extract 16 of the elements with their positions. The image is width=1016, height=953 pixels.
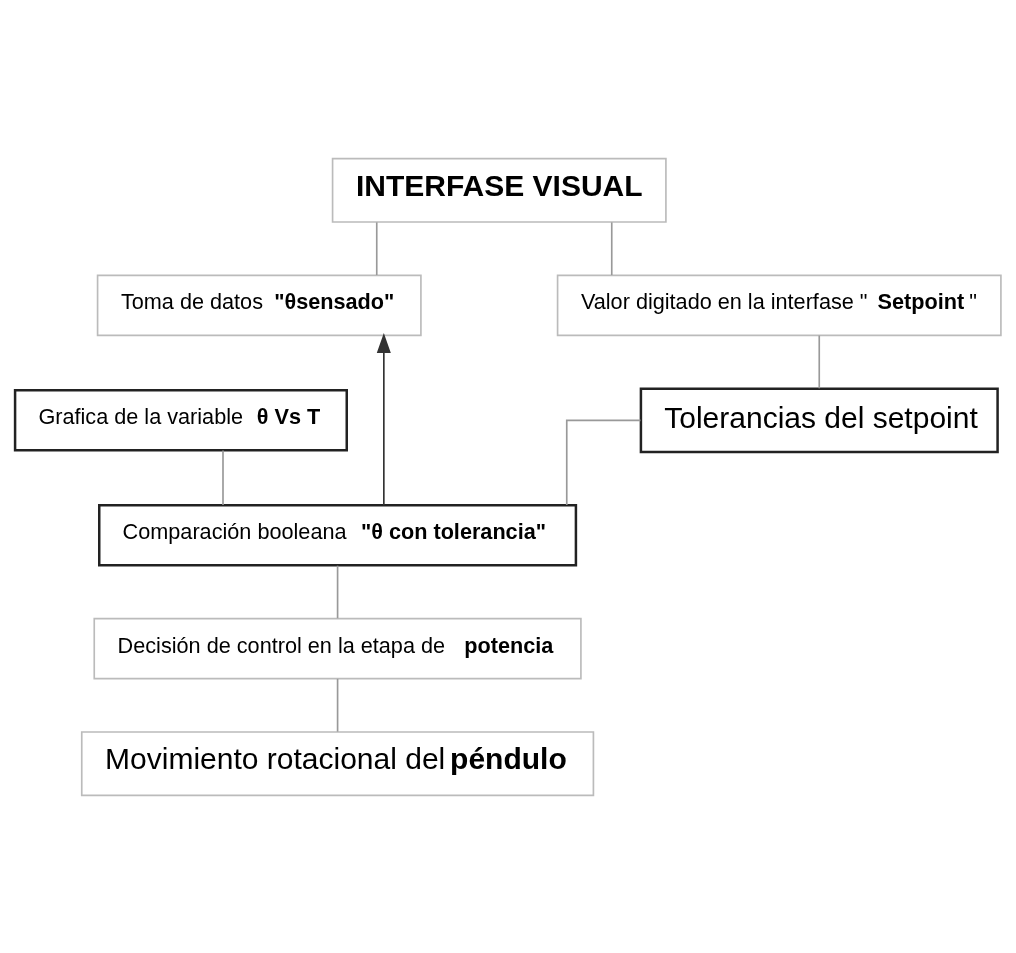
node-box: Valor digitado en la interfase "Setpoint": [556, 274, 1002, 336]
connector: [336, 564, 339, 619]
node-box: INTERFASE VISUAL: [331, 157, 667, 223]
node-box: Movimiento rotacional del péndulo: [80, 730, 595, 796]
connector: [336, 677, 339, 732]
connector: [375, 221, 378, 276]
node-box: Toma de datos "θsensado": [96, 274, 422, 336]
node-box: Decisión de control en la etapa de potencia: [93, 617, 582, 679]
node-box: Comparación booleana "θ con tolerancia": [98, 503, 578, 567]
connector: [565, 419, 642, 506]
connector: [818, 334, 821, 389]
connector: [222, 449, 224, 506]
connector: [610, 221, 613, 276]
node-box: Grafica de la variable θ Vs T: [13, 388, 348, 452]
arrow: [376, 332, 391, 506]
node-box: Tolerancias del setpoint: [639, 386, 999, 453]
